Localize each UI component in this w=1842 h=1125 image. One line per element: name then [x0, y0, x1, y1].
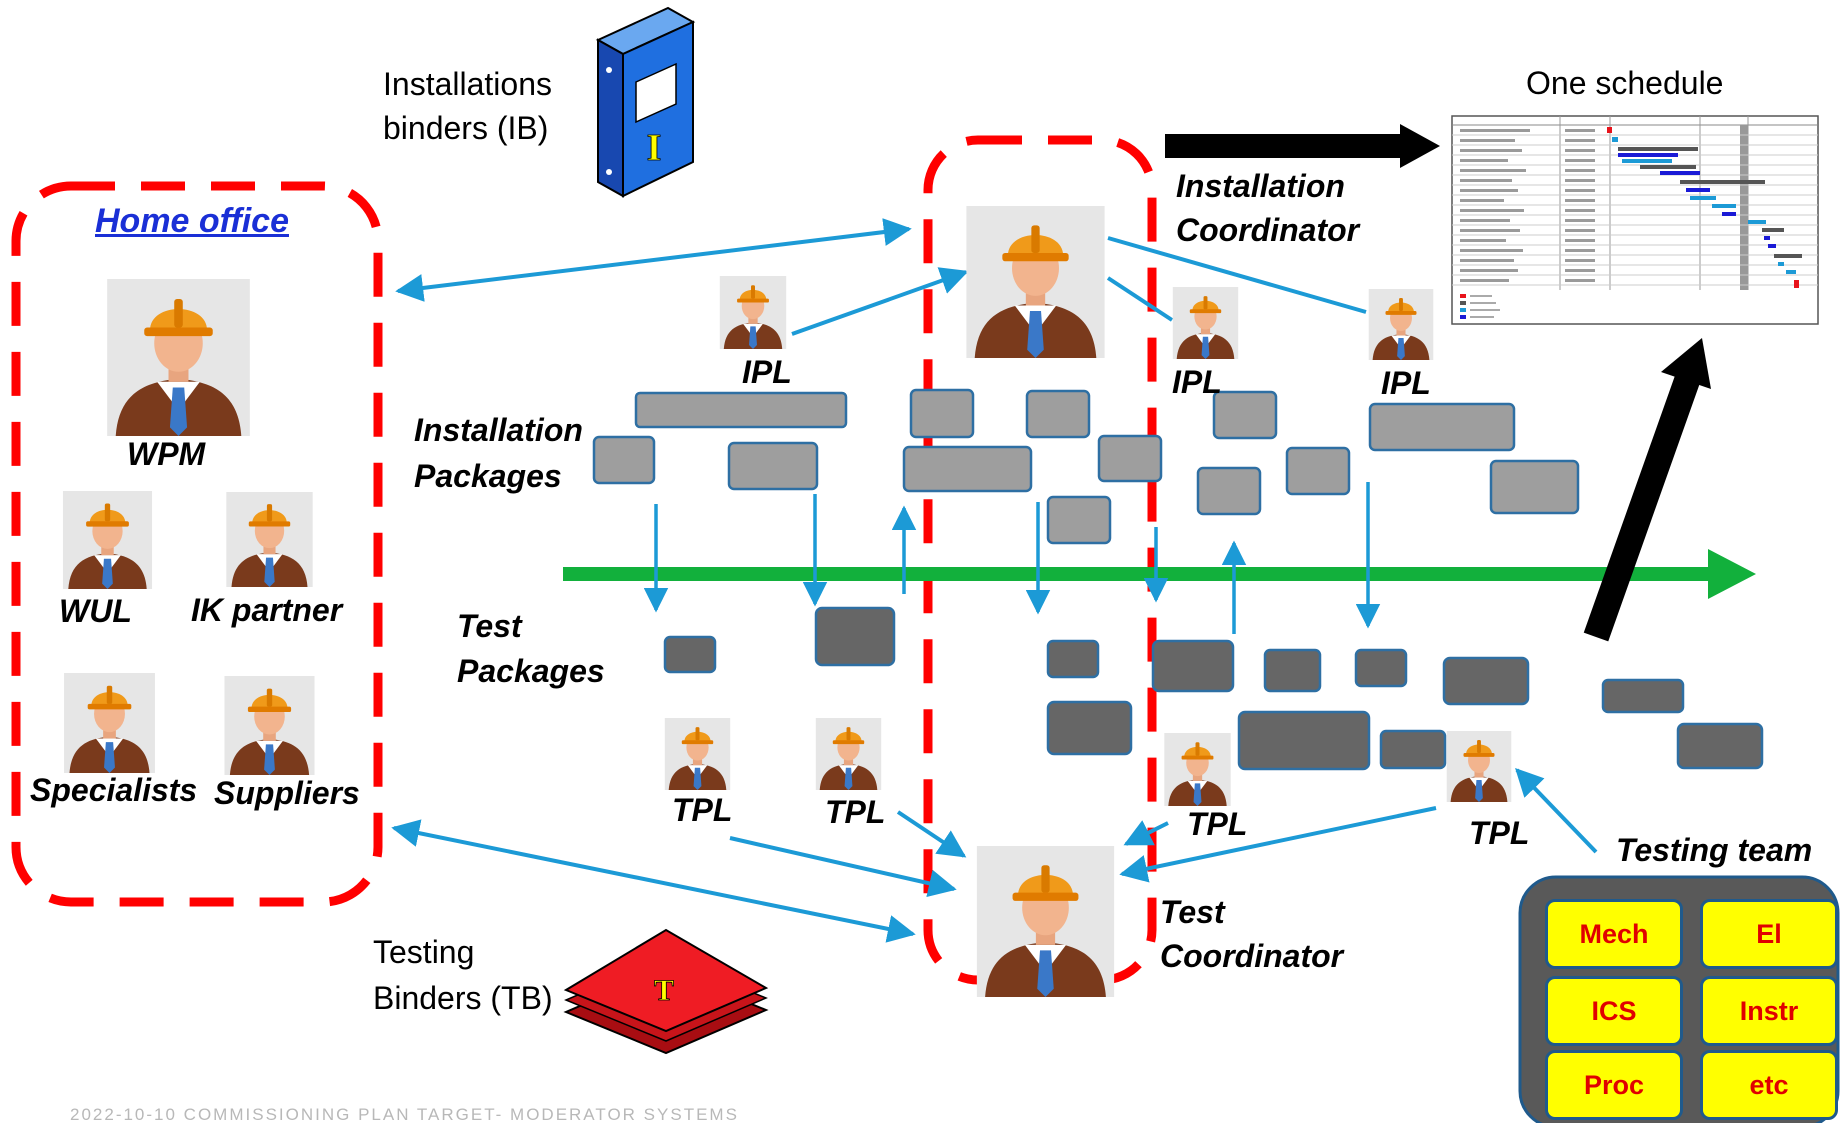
coordinator-ipl-link [1107, 236, 1367, 314]
installation-coordinator-avatar [966, 206, 1105, 358]
testing-binders-label-line2: Binders (TB) [373, 980, 553, 1016]
installation-package [1097, 434, 1163, 483]
tpl-avatar [815, 718, 882, 790]
one-schedule-label: One schedule [1526, 65, 1724, 101]
test-to-schedule-arrow-line [1583, 370, 1702, 642]
installation-package [1368, 402, 1516, 452]
tpl-to-test-coordinator-arrow [1119, 806, 1437, 883]
discipline-etc[interactable]: etc [1700, 1050, 1838, 1120]
discipline-el[interactable]: El [1700, 899, 1838, 969]
ipl-avatar [1172, 287, 1239, 359]
ik-partner-avatar [226, 492, 313, 587]
installation-package [909, 388, 975, 439]
test-package [1237, 710, 1371, 771]
tpl-label: TPL [1187, 806, 1248, 842]
test-package [814, 606, 896, 667]
ipl-label: IPL [1172, 364, 1222, 400]
tpl-avatar [1164, 733, 1231, 806]
test-package [1442, 656, 1530, 706]
discipline-proc[interactable]: Proc [1545, 1050, 1683, 1120]
testing-binders-label-line1: Testing [373, 934, 475, 970]
installation-coordinator-label-line1: Installation [1176, 168, 1345, 204]
installation-package [727, 441, 819, 491]
test-package [1046, 639, 1100, 679]
installation-package [902, 445, 1033, 493]
installation-package [1046, 495, 1112, 545]
test-package [1151, 639, 1235, 693]
test-coordinator-label-line2: Coordinator [1160, 938, 1344, 974]
timeline-arrowhead [1708, 549, 1756, 599]
ipl-avatar [719, 276, 787, 349]
test-coordinator-avatar [976, 846, 1115, 997]
installation-package [1025, 389, 1091, 439]
discipline-mech[interactable]: Mech [1545, 899, 1683, 969]
tpl-label: TPL [825, 794, 886, 830]
wpm-label: WPM [127, 436, 206, 472]
testing-team-title: Testing team [1616, 832, 1813, 868]
test-package [1379, 729, 1447, 770]
schedule-gantt-chart [1451, 115, 1819, 325]
tpl-avatar [664, 718, 731, 790]
test-package [1046, 700, 1133, 756]
schedule-arrowhead [1400, 124, 1440, 168]
tpl-label: TPL [1469, 815, 1530, 851]
tpl-avatar [1446, 731, 1512, 802]
installations-binders-label-line2: binders (IB) [383, 110, 549, 146]
ipl-avatar [1368, 289, 1434, 360]
ik-partner-label: IK partner [191, 592, 343, 628]
test-packages-label-line1: Test [457, 608, 522, 644]
test-package [1676, 722, 1764, 770]
wpm-avatar [107, 279, 250, 436]
test-coordinator-label-line1: Test [1160, 894, 1225, 930]
test-package [1263, 648, 1322, 693]
wul-avatar [62, 491, 153, 589]
installation-packages-label-line2: Packages [414, 458, 562, 494]
suppliers-label: Suppliers [214, 775, 360, 811]
installation-coordinator-label-line2: Coordinator [1176, 212, 1360, 248]
tpl-label: TPL [672, 792, 733, 828]
test-package [663, 635, 717, 674]
coordinator-ipl-link [1106, 276, 1174, 322]
tpl-to-test-coordinator-arrow [729, 836, 957, 898]
tpl-to-test-coordinator-arrow [896, 810, 967, 858]
installation-package [634, 391, 848, 429]
svg-text:I: I [647, 127, 662, 169]
ipl-label: IPL [1381, 365, 1431, 401]
installation-package [1285, 446, 1351, 496]
installation-package [1196, 466, 1262, 516]
tpl-to-test-coordinator-arrow [1123, 820, 1169, 846]
test-packages-label-line2: Packages [457, 653, 605, 689]
installations-binders-label-line1: Installations [383, 66, 552, 102]
test-package [1601, 678, 1685, 714]
installations-binder-icon: I [595, 6, 696, 198]
discipline-instr[interactable]: Instr [1700, 976, 1838, 1046]
testing-team-to-tpl-arrow [1515, 767, 1598, 854]
svg-text:T: T [654, 974, 674, 1007]
home-office-boundary [11, 181, 383, 907]
test-to-schedule-arrowhead [1661, 338, 1711, 389]
installation-package [1489, 459, 1580, 515]
installation-package [1212, 390, 1278, 440]
test-package [1354, 648, 1408, 688]
suppliers-avatar [224, 676, 315, 775]
wul-label: WUL [59, 593, 132, 629]
testing-binder-icon: T [563, 928, 769, 1055]
installation-packages-label-line1: Installation [414, 412, 583, 448]
home-install-coordinator-arrow [395, 218, 912, 302]
ipl-label: IPL [742, 354, 792, 390]
specialists-avatar [64, 673, 155, 773]
footer-text: 2022-10-10 COMMISSIONING PLAN TARGET- MO… [70, 1105, 739, 1124]
discipline-ics[interactable]: ICS [1545, 976, 1683, 1046]
installation-package [592, 435, 656, 485]
home-test-coordinator-arrow [391, 819, 916, 943]
home-office-title[interactable]: Home office [95, 202, 289, 240]
ipl-to-coordinator-arrow [791, 267, 969, 336]
specialists-label: Specialists [30, 772, 198, 808]
